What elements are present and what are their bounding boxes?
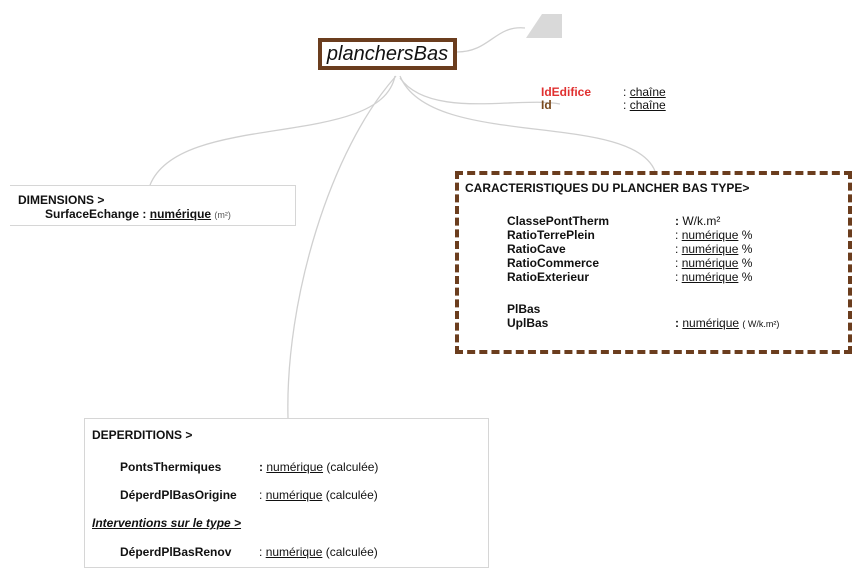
dimensions-title: DIMENSIONS > xyxy=(18,193,105,207)
connector-to-dimensions xyxy=(149,75,396,186)
attribute-type: chaîne xyxy=(629,98,666,112)
field-deperdplbasrenov: DéperdPlBasRenov: numérique (calculée) xyxy=(120,545,378,559)
field-unit: % xyxy=(741,270,753,284)
field-separator: : xyxy=(142,207,147,221)
field-separator: : xyxy=(259,545,263,559)
field-type: numérique xyxy=(681,256,739,270)
field-separator: : xyxy=(259,460,263,474)
field-uplbas: UplBas: numérique ( W/k.m²) xyxy=(507,317,779,331)
field-type: numérique xyxy=(265,488,323,502)
field-unit: (m²) xyxy=(214,210,231,220)
connector-to-attributes xyxy=(399,77,561,105)
field-type: numérique xyxy=(265,545,323,559)
parent-node-shape xyxy=(526,14,562,38)
field-separator: : xyxy=(259,488,263,502)
caracteristiques-title: CARACTERISTIQUES DU PLANCHER BAS TYPE> xyxy=(465,181,750,195)
field-separator: : xyxy=(675,256,679,270)
field-separator: : xyxy=(675,270,679,284)
field-unit: % xyxy=(741,256,753,270)
field-name: RatioCommerce xyxy=(507,256,600,270)
field-unit: (calculée) xyxy=(325,488,378,502)
field-deperdplbasorigine: DéperdPlBasOrigine: numérique (calculée) xyxy=(120,488,378,502)
field-unit: (calculée) xyxy=(325,545,378,559)
field-type: numérique xyxy=(681,228,739,242)
attribute-separator: : xyxy=(623,85,627,99)
attribute-name: IdEdifice xyxy=(541,85,592,99)
field-type: numérique xyxy=(681,242,739,256)
field-type: numérique xyxy=(681,270,739,284)
root-node-label: planchersBas xyxy=(326,42,449,65)
connector-to-parent xyxy=(456,27,526,53)
connector-to-deperditions xyxy=(287,75,397,419)
field-name: PontsThermiques xyxy=(120,460,222,474)
field-type: numérique xyxy=(682,316,740,330)
field-type: numérique xyxy=(149,207,212,221)
attribute-list: IdEdifice: chaîne Id: chaîne xyxy=(541,86,666,112)
field-type: W/k.m² xyxy=(682,214,721,228)
field-name: ClassePontTherm xyxy=(507,214,610,228)
field-type: numérique xyxy=(266,460,324,474)
field-ratiocommerce: RatioCommerce: numérique % xyxy=(507,257,752,270)
field-unit: (calculée) xyxy=(326,460,379,474)
field-plbas: PlBas xyxy=(507,303,675,316)
field-unit: % xyxy=(741,228,753,242)
field-ratioterreplein: RatioTerrePlein: numérique % xyxy=(507,229,752,242)
dimensions-node[interactable]: DIMENSIONS > SurfaceEchange : numérique … xyxy=(10,185,296,226)
field-separator: : xyxy=(675,228,679,242)
field-name: UplBas xyxy=(507,316,549,330)
field-ratioexterieur: RatioExterieur: numérique % xyxy=(507,271,752,284)
field-unit: % xyxy=(741,242,753,256)
field-classepontterm: ClassePontTherm: W/k.m² xyxy=(507,215,720,228)
field-name: SurfaceEchange xyxy=(45,207,140,221)
deperditions-title: DEPERDITIONS > xyxy=(92,428,193,442)
interventions-heading: Interventions sur le type > xyxy=(92,516,242,530)
field-unit: ( W/k.m²) xyxy=(742,319,780,329)
field-name: DéperdPlBasOrigine xyxy=(120,488,237,502)
field-ratiocave: RatioCave: numérique % xyxy=(507,243,752,256)
field-separator: : xyxy=(675,214,679,228)
root-node-planchersbas[interactable]: planchersBas xyxy=(318,38,457,70)
deperditions-node[interactable]: DEPERDITIONS > PontsThermiques: numériqu… xyxy=(84,418,489,568)
attribute-type: chaîne xyxy=(629,85,666,99)
field-separator: : xyxy=(675,316,679,330)
connector-to-caracteristiques xyxy=(399,75,656,172)
field-surfaceechange: SurfaceEchange : numérique (m²) xyxy=(45,207,231,221)
field-name: RatioTerrePlein xyxy=(507,228,595,242)
field-pontsthermiques: PontsThermiques: numérique (calculée) xyxy=(120,460,378,474)
attribute-separator: : xyxy=(623,98,627,112)
attribute-idedifice: IdEdifice: chaîne xyxy=(541,86,666,99)
caracteristiques-node[interactable]: CARACTERISTIQUES DU PLANCHER BAS TYPE> C… xyxy=(455,171,852,354)
field-name: DéperdPlBasRenov xyxy=(120,545,232,559)
attribute-name: Id xyxy=(541,98,552,112)
attribute-id: Id: chaîne xyxy=(541,99,666,112)
field-separator: : xyxy=(675,242,679,256)
field-name: PlBas xyxy=(507,302,541,316)
field-name: RatioExterieur xyxy=(507,270,590,284)
field-name: RatioCave xyxy=(507,242,566,256)
